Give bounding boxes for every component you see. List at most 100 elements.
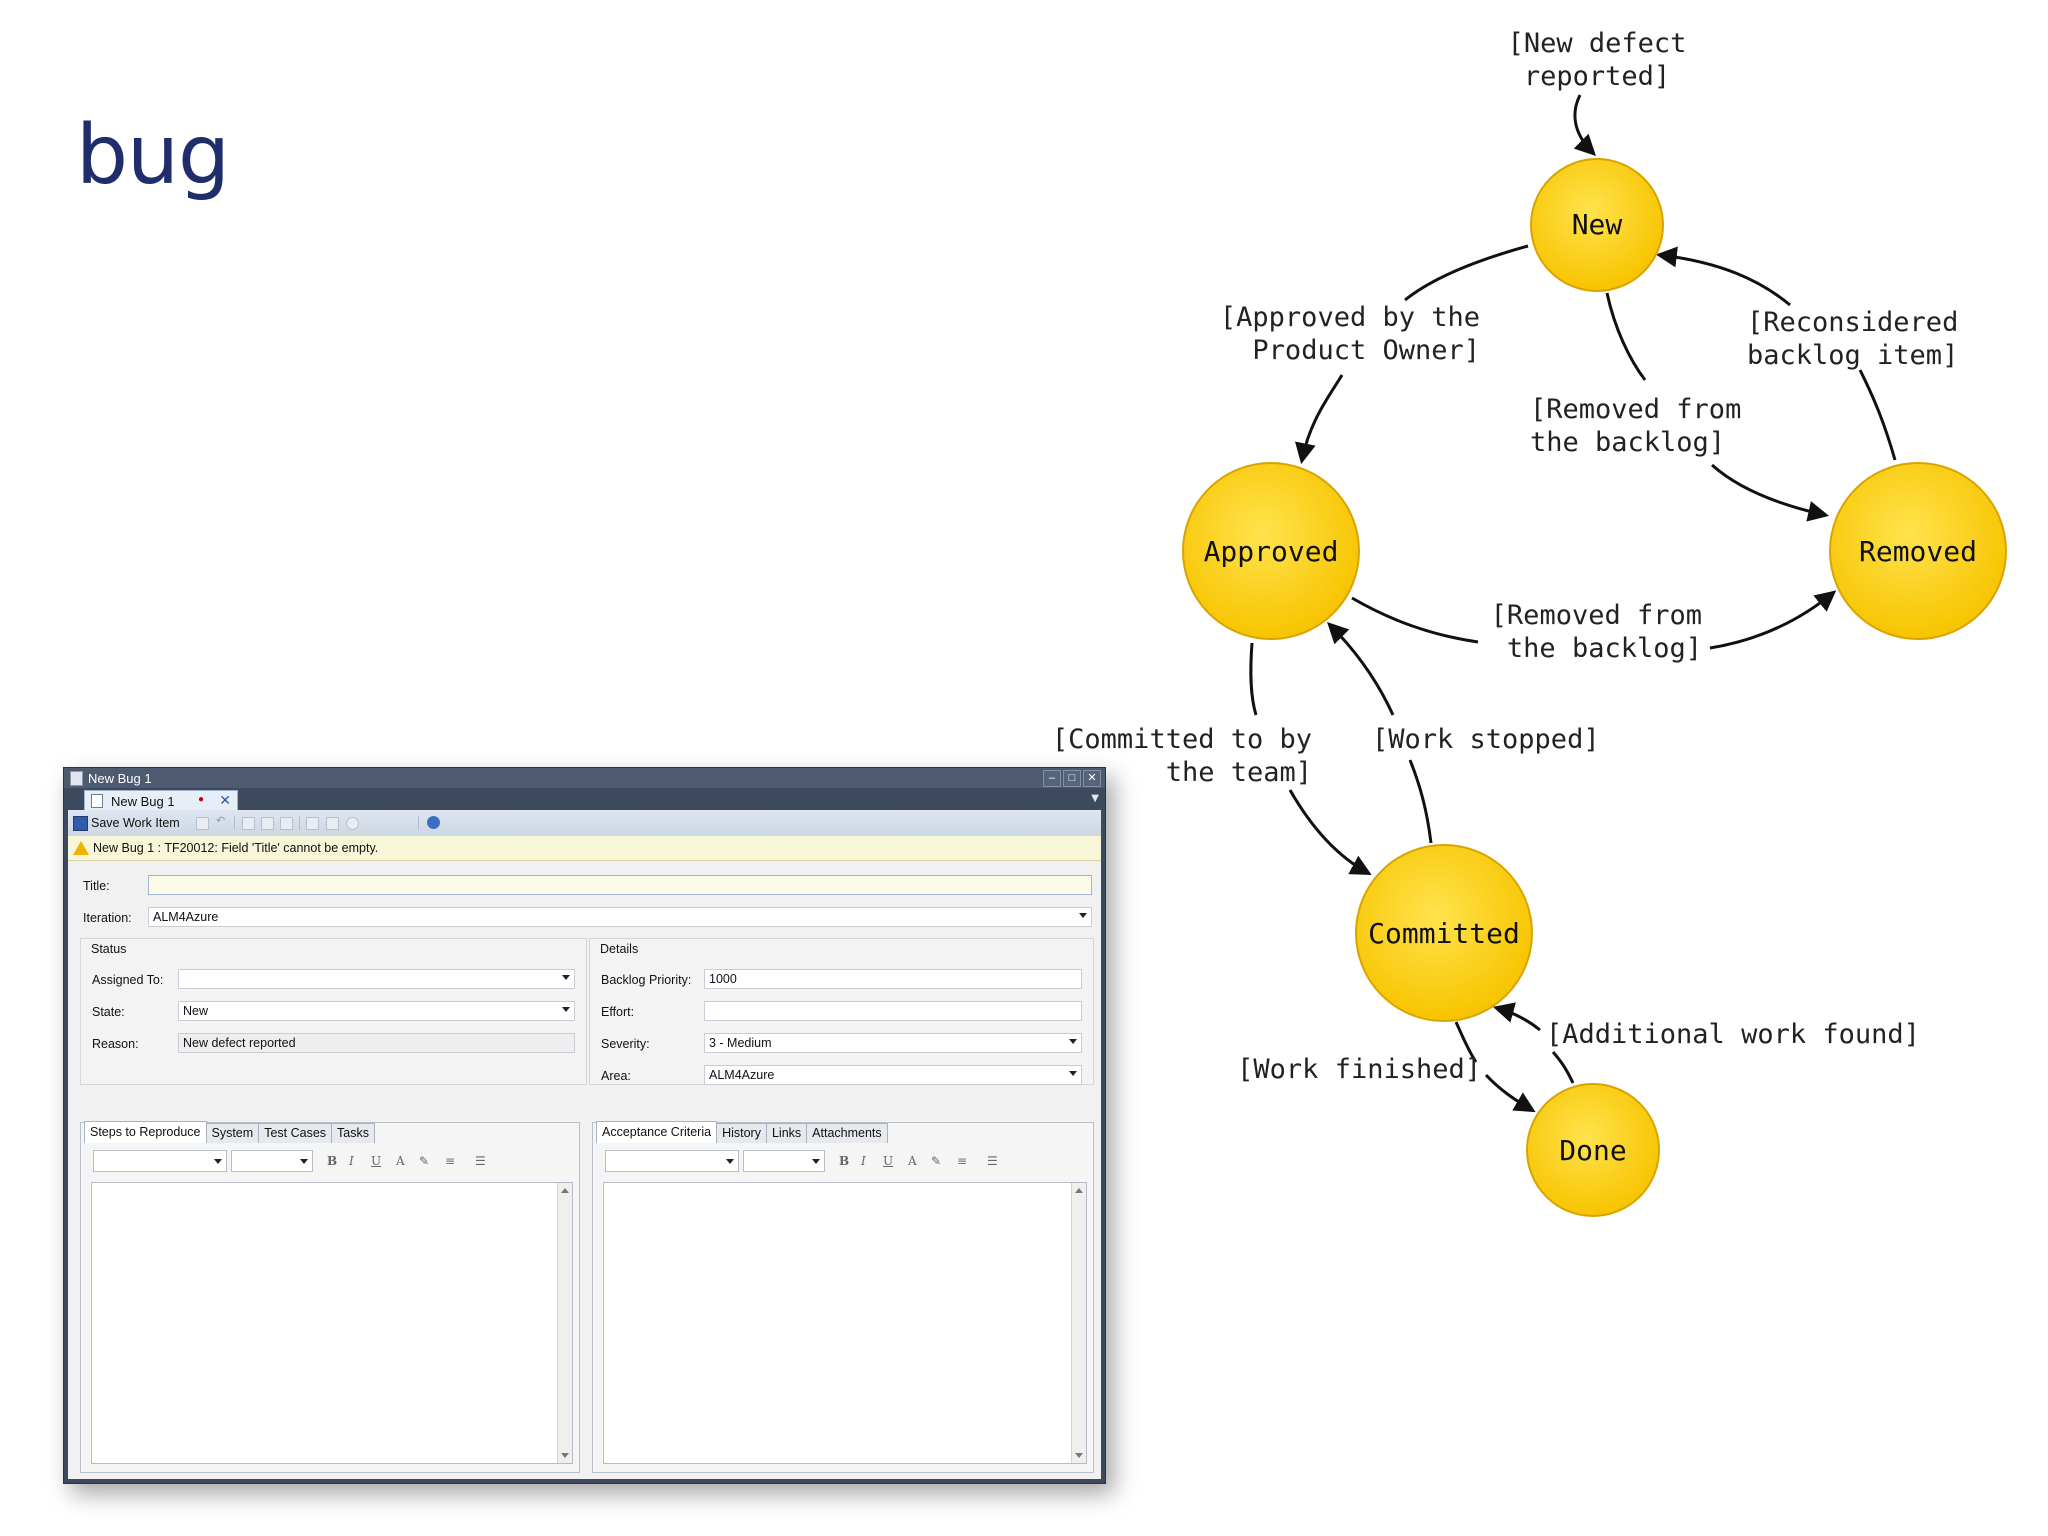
title-input[interactable] [148, 875, 1092, 895]
chevron-down-icon[interactable] [562, 1007, 570, 1012]
area-label: Area: [601, 1069, 631, 1083]
font-color-icon[interactable]: A [908, 1154, 917, 1168]
capture-icon[interactable] [326, 817, 339, 830]
state-label: State: [92, 1005, 125, 1019]
arrow-committed-to-done-b [1484, 1073, 1536, 1113]
label-work-finished: [Work finished] [1237, 1054, 1481, 1085]
save-icon[interactable] [73, 816, 88, 831]
state-done-label: Done [1559, 1134, 1626, 1167]
area-field[interactable]: ALM4Azure [704, 1065, 1082, 1085]
state-removed [1829, 462, 2007, 640]
align-icon[interactable]: ≡ [957, 1154, 968, 1168]
arrow-approved-to-removed-b [1709, 590, 1837, 650]
bullet-list-icon[interactable]: ☰ [987, 1154, 998, 1168]
tab-attachments[interactable]: Attachments [806, 1123, 888, 1143]
tab-history[interactable]: History [716, 1123, 767, 1143]
bold-button[interactable]: B [327, 1154, 338, 1168]
document-tab[interactable]: New Bug 1 ● ✕ [84, 790, 238, 811]
label-reconsidered-1: [Reconsidered [1747, 307, 1958, 338]
left-tabs: Steps to Reproduce System Test Cases Tas… [84, 1121, 375, 1143]
acceptance-editor[interactable] [603, 1182, 1087, 1464]
backlog-priority-label: Backlog Priority: [601, 973, 692, 987]
assigned-to-field[interactable] [178, 969, 575, 989]
chevron-down-icon[interactable] [1069, 1071, 1077, 1076]
reason-field: New defect reported [178, 1033, 575, 1053]
italic-button[interactable]: I [349, 1154, 354, 1168]
align-icon[interactable]: ≡ [445, 1154, 456, 1168]
close-tab-icon[interactable]: ✕ [219, 792, 231, 808]
scrollbar[interactable] [557, 1183, 572, 1463]
underline-button[interactable]: U [883, 1154, 894, 1168]
undo-icon[interactable]: ↶ [216, 815, 226, 827]
underline-button[interactable]: U [371, 1154, 382, 1168]
steps-panel: B I U A ✎ ≡ ☰ [80, 1122, 580, 1473]
state-done [1526, 1083, 1660, 1217]
tab-steps-to-reproduce[interactable]: Steps to Reproduce [84, 1121, 207, 1143]
steps-editor[interactable] [91, 1182, 573, 1464]
warning-message: New Bug 1 : TF20012: Field 'Title' canno… [93, 841, 379, 855]
close-button[interactable]: ✕ [1083, 770, 1101, 787]
font-family-select[interactable] [93, 1150, 227, 1172]
minimize-button[interactable]: – [1043, 770, 1061, 787]
highlight-icon[interactable]: ✎ [419, 1154, 430, 1168]
save-work-item-button[interactable]: Save Work Item [91, 816, 180, 830]
chevron-down-icon[interactable] [1069, 1039, 1077, 1044]
state-committed [1355, 844, 1533, 1022]
iteration-label: Iteration: [83, 911, 132, 925]
state-new-label: New [1572, 208, 1623, 241]
chevron-down-icon[interactable] [562, 975, 570, 980]
maximize-button[interactable]: □ [1063, 770, 1081, 787]
label-removed-backlog-a1: [Removed from [1530, 394, 1741, 425]
find-icon[interactable] [346, 817, 359, 830]
label-committed-by-team-1: [Committed to by [1052, 724, 1312, 755]
font-color-icon[interactable]: A [396, 1154, 405, 1168]
bullet-list-icon[interactable]: ☰ [475, 1154, 486, 1168]
bold-button[interactable]: B [839, 1154, 850, 1168]
document-tab-label: New Bug 1 [111, 794, 175, 809]
help-icon[interactable] [427, 816, 440, 829]
arrow-reported-to-new [1573, 94, 1596, 156]
document-tabstrip: New Bug 1 ● ✕ ▼ [64, 788, 1105, 811]
arrow-committed-to-done-a [1454, 1021, 1478, 1063]
work-item-window: New Bug 1 – □ ✕ New Bug 1 ● ✕ ▼ Save Wor… [63, 767, 1106, 1484]
severity-field[interactable]: 3 - Medium [704, 1033, 1082, 1053]
state-field[interactable]: New [178, 1001, 575, 1021]
state-approved-label: Approved [1204, 535, 1339, 568]
copy-icon[interactable] [261, 817, 274, 830]
label-approved-by-po-1: [Approved by the [1220, 302, 1480, 333]
iteration-field[interactable]: ALM4Azure [148, 907, 1092, 927]
tab-system[interactable]: System [205, 1123, 260, 1143]
font-family-select[interactable] [605, 1150, 739, 1172]
scrollbar[interactable] [1071, 1183, 1086, 1463]
arrow-committed-to-approved-a [1408, 759, 1433, 844]
tab-acceptance-criteria[interactable]: Acceptance Criteria [596, 1121, 718, 1143]
label-removed-backlog-a2: the backlog] [1530, 427, 1725, 458]
effort-field[interactable] [704, 1001, 1082, 1021]
arrow-approved-to-committed-b [1288, 789, 1372, 876]
refresh-icon[interactable] [196, 817, 209, 830]
severity-value: 3 - Medium [709, 1036, 772, 1050]
chevron-down-icon[interactable] [1079, 913, 1087, 918]
warning-icon [73, 841, 89, 855]
backlog-priority-field[interactable]: 1000 [704, 969, 1082, 989]
state-approved [1182, 462, 1360, 640]
status-header: Status [91, 942, 127, 956]
font-size-select[interactable] [743, 1150, 825, 1172]
highlight-icon[interactable]: ✎ [931, 1154, 942, 1168]
rich-text-toolbar: B I U A ✎ ≡ ☰ [93, 1150, 567, 1174]
arrow-approved-by-po [1295, 374, 1344, 465]
paste-icon[interactable] [280, 817, 293, 830]
new-linked-item-icon[interactable] [306, 817, 319, 830]
tab-overflow-chevron-icon[interactable]: ▼ [1091, 793, 1099, 804]
tab-links[interactable]: Links [765, 1123, 808, 1143]
print-icon[interactable] [242, 817, 255, 830]
document-icon [91, 794, 103, 808]
tab-test-cases[interactable]: Test Cases [258, 1123, 333, 1143]
label-approved-by-po-2: Product Owner] [1252, 335, 1480, 366]
arrow-approved-to-committed-a [1249, 642, 1258, 716]
font-size-select[interactable] [231, 1150, 313, 1172]
label-removed-backlog-b1: [Removed from [1491, 600, 1702, 631]
italic-button[interactable]: I [861, 1154, 866, 1168]
tab-tasks[interactable]: Tasks [331, 1123, 375, 1143]
acceptance-panel: B I U A ✎ ≡ ☰ [592, 1122, 1094, 1473]
